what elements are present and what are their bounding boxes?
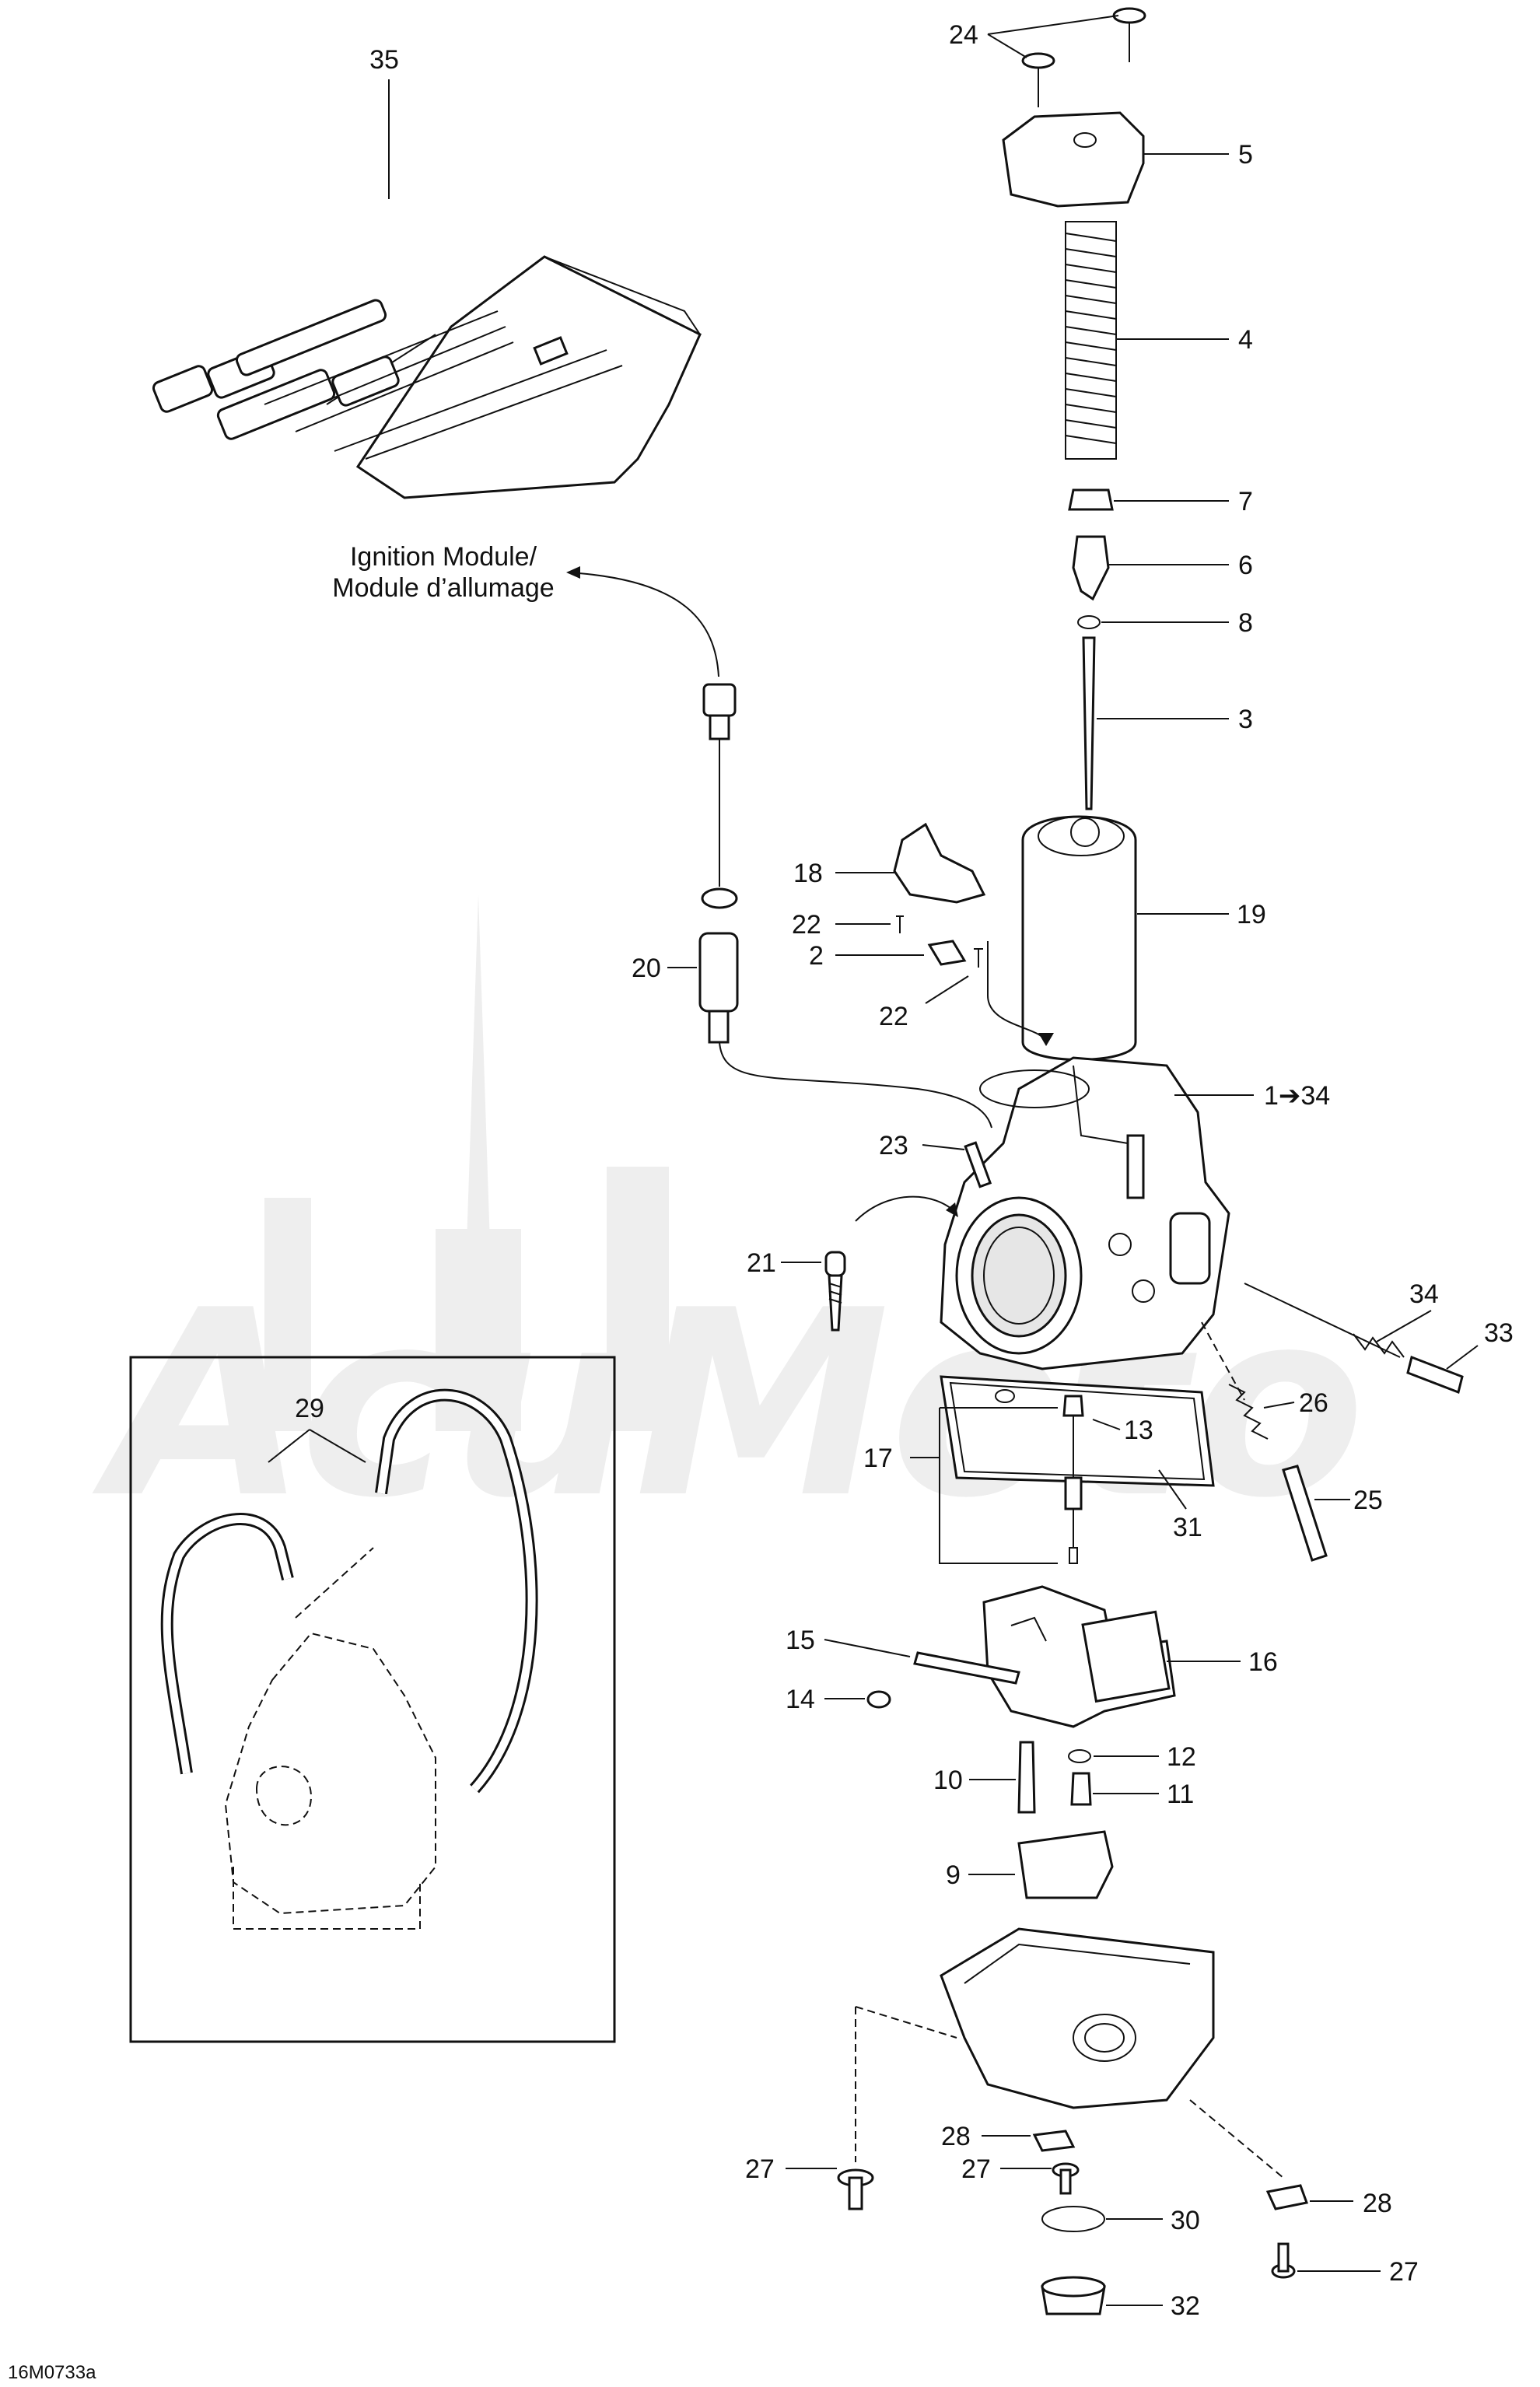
callout-15: 15 [786, 1626, 815, 1655]
callout-6: 6 [1238, 551, 1253, 580]
idle-spring-34 [1353, 1333, 1405, 1358]
callout-26: 26 [1299, 1388, 1328, 1418]
carburetor-body [940, 1056, 1230, 1370]
air-spring-26 [1228, 1384, 1269, 1440]
pilot-screw [824, 1251, 846, 1332]
tool-kit-illustration [152, 255, 702, 499]
callout-24: 24 [949, 20, 978, 50]
callout-18: 18 [793, 859, 823, 888]
ignition-module-label-fr: Module d’allumage [332, 573, 554, 603]
callout-9: 9 [946, 1860, 961, 1890]
needle-holder [1072, 535, 1110, 601]
callout-13: 13 [1124, 1416, 1153, 1445]
vent-hose-inset [129, 1356, 616, 2043]
callout-22a: 22 [792, 910, 821, 940]
baffle-9 [1017, 1830, 1114, 1899]
ignition-module-arrowhead [566, 566, 580, 579]
callout-16: 16 [1248, 1647, 1278, 1677]
callout-25: 25 [1353, 1486, 1383, 1515]
spring-seat [1068, 488, 1114, 511]
carb-cap [1002, 111, 1145, 208]
cable-cover-plate [893, 822, 986, 904]
callout-19: 19 [1237, 900, 1266, 929]
e-clip [1077, 615, 1101, 629]
callout-2: 2 [809, 941, 824, 971]
screw-14 [866, 1690, 891, 1709]
jet-needle [1082, 636, 1096, 810]
screw-27a [837, 2168, 874, 2210]
callout-14: 14 [786, 1685, 815, 1714]
callout-1: 1➔34 [1264, 1081, 1330, 1111]
screw-22a [896, 915, 904, 933]
callout-4: 4 [1238, 325, 1253, 355]
fitting-23 [964, 1141, 992, 1188]
callout-28a: 28 [941, 2122, 971, 2151]
drawing-code: 16M0733a [8, 2362, 96, 2383]
callout-28b: 28 [1363, 2189, 1392, 2218]
screw-27c [1271, 2242, 1296, 2279]
screw-27b [1052, 2162, 1080, 2195]
callout-29: 29 [295, 1394, 324, 1423]
callout-27a: 27 [745, 2154, 775, 2184]
clip-28a [1032, 2130, 1076, 2152]
callout-3: 3 [1238, 705, 1253, 734]
throttle-spring [1065, 221, 1117, 460]
throttle-slide [1021, 815, 1137, 1061]
callout-33: 33 [1484, 1318, 1514, 1348]
callout-32: 32 [1171, 2291, 1200, 2321]
callout-22b: 22 [879, 1002, 908, 1031]
needle-jet-10 [1017, 1741, 1036, 1814]
callout-7: 7 [1238, 487, 1253, 516]
ignition-module-arrow [567, 572, 719, 677]
washer-12 [1068, 1749, 1091, 1763]
callout-27b: 27 [961, 2154, 991, 2184]
callout-30: 30 [1171, 2206, 1200, 2235]
float-bowl [940, 1927, 1215, 2109]
screws-24 [1021, 7, 1146, 107]
callout-34: 34 [1409, 1279, 1439, 1309]
float-assembly [982, 1585, 1176, 1728]
callout-35: 35 [369, 45, 399, 75]
callout-12: 12 [1167, 1742, 1196, 1772]
screw-22b [974, 948, 983, 968]
main-jet-11 [1070, 1772, 1092, 1806]
throttle-position-sensor [698, 683, 992, 1129]
air-screw-25 [1282, 1465, 1328, 1562]
callout-21: 21 [747, 1248, 776, 1278]
callout-31: 31 [1173, 1513, 1202, 1542]
idle-screw-33 [1406, 1355, 1464, 1395]
callout-27c: 27 [1389, 2257, 1419, 2287]
float-bowl-gasket [940, 1375, 1215, 1487]
clip-28b [1265, 2184, 1309, 2210]
callout-23: 23 [879, 1131, 908, 1160]
float-pin-15 [913, 1651, 1020, 1685]
callout-17: 17 [863, 1444, 893, 1473]
o-ring-30 [1041, 2206, 1105, 2232]
callout-10: 10 [933, 1766, 963, 1795]
ignition-module-label-en: Ignition Module/ [350, 542, 537, 572]
callout-8: 8 [1238, 608, 1253, 638]
gasket-2 [927, 940, 967, 966]
callout-11: 11 [1167, 1780, 1194, 1809]
callout-5: 5 [1238, 140, 1253, 170]
callout-20: 20 [632, 954, 661, 983]
